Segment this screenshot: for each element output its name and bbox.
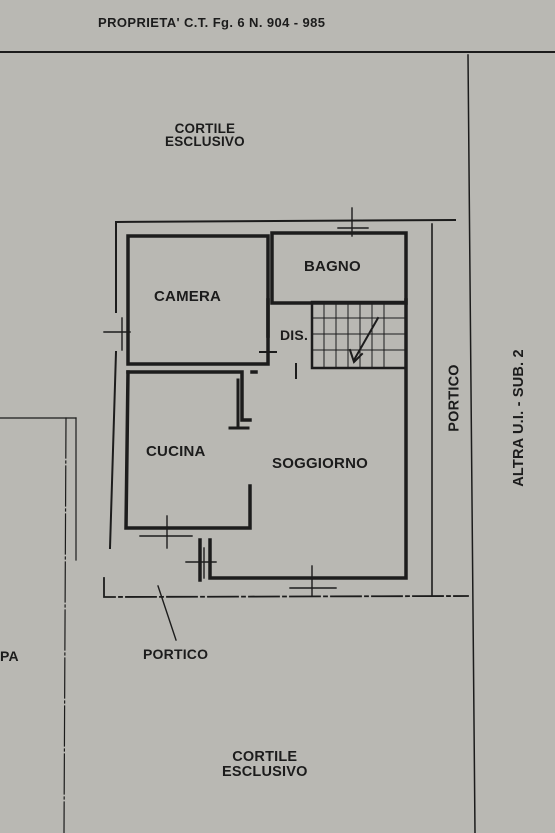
- neighbor-fragment-label: PA: [0, 648, 19, 664]
- room-label-dis: DIS.: [280, 327, 309, 343]
- soggiorno-walls: [208, 298, 408, 580]
- porch-outline: [103, 577, 469, 598]
- stair-arrowhead: [348, 348, 364, 364]
- yard-label-top: CORTILE ESCLUSIVO: [165, 121, 245, 149]
- yard-label-top-line2: ESCLUSIVO: [165, 134, 245, 149]
- property-boundary-right: [467, 54, 476, 833]
- cadastral-header: PROPRIETA' C.T. Fg. 6 N. 904 - 985: [98, 15, 326, 30]
- staircase: [310, 300, 408, 370]
- room-label-soggiorno: SOGGIORNO: [272, 455, 368, 472]
- outer-wall-left-lower: [108, 350, 118, 550]
- window-marks: [103, 207, 369, 641]
- outer-wall-top: [114, 218, 457, 224]
- neighbor-boundary-left: [63, 417, 67, 833]
- cucina-left-wall: [124, 370, 252, 530]
- room-label-bagno: BAGNO: [304, 258, 361, 275]
- room-label-camera: CAMERA: [154, 288, 222, 305]
- yard-label-bottom-line2: ESCLUSIVO: [222, 764, 308, 780]
- yard-label-top-line1: CORTILE: [174, 121, 236, 136]
- room-label-cucina: CUCINA: [146, 443, 206, 460]
- yard-label-bottom-line1: CORTILE: [232, 749, 298, 765]
- yard-label-bottom: CORTILE ESCLUSIVO: [222, 750, 308, 780]
- portico-side-label: PORTICO: [446, 364, 463, 432]
- cucina-walls: [126, 370, 252, 422]
- neighbor-unit-label: ALTRA U.I. - SUB. 2: [510, 349, 527, 487]
- portico-front-label: PORTICO: [143, 646, 209, 662]
- stair-arrow: [352, 316, 380, 362]
